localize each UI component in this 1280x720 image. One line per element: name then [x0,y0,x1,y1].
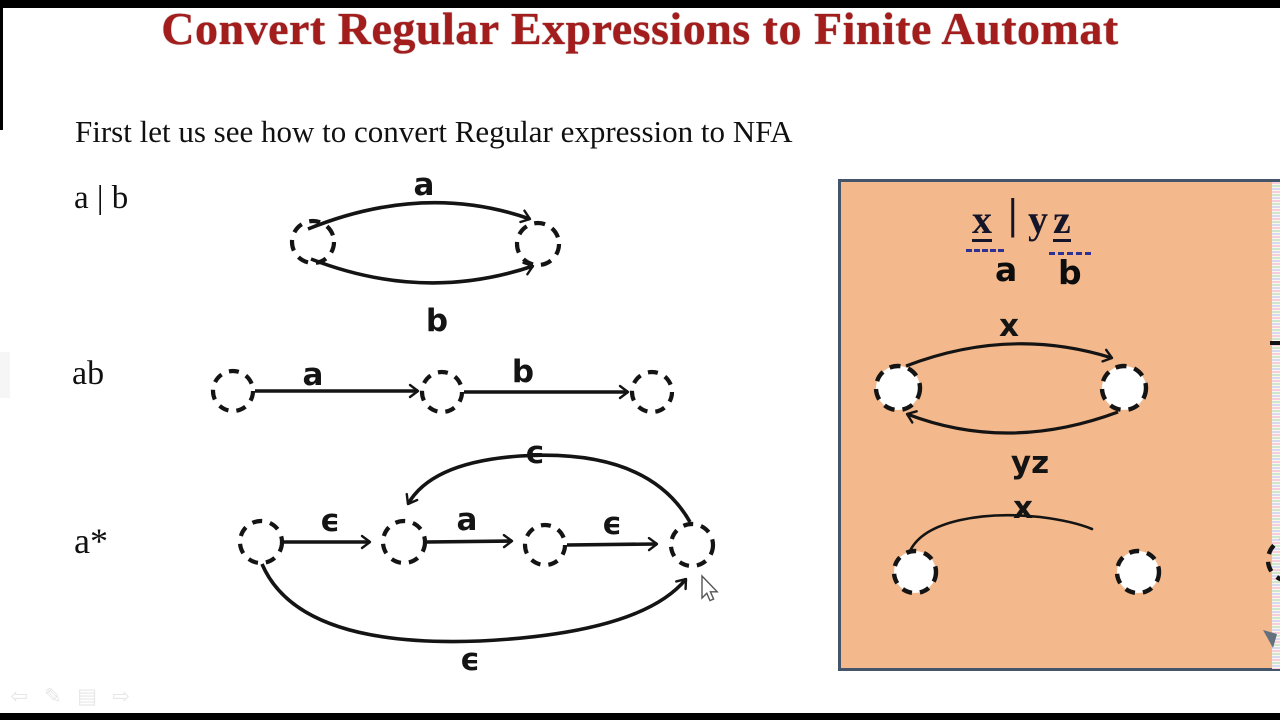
transition-label-e1: ϵ [320,503,340,539]
state-circle [522,522,568,568]
panel-annotation-a: a [995,250,1018,289]
panel-expression-y: y [1028,197,1048,242]
panel-union-diagram [873,342,1149,435]
transition-label-a: a [414,167,435,203]
panel-partial-diagram [891,514,1162,596]
state-circle [1114,548,1162,596]
slide-title: Convert Regular Expressions to Finite Au… [161,3,1119,54]
transition-arc-b [310,257,535,285]
left-edge-ghost-artifact [0,352,10,398]
transition-label-yz: yz [1011,445,1049,481]
panel-expression-pipe: | [1008,191,1018,238]
slide-menu-icon[interactable]: ▤ [77,684,97,708]
transition-label-b: b [512,354,534,390]
nfa-union-diagram [289,200,562,285]
state-circle [668,521,716,569]
state-circle [380,518,428,566]
transition-label-a: a [303,357,324,393]
state-circle [1099,363,1149,413]
transition-line-a [426,533,514,549]
state-circle [237,518,285,566]
transition-label-x: x [1013,490,1033,526]
bottom-letterbox-bar [0,713,1280,720]
cut-off-arrowhead [1263,630,1277,648]
transition-curve-e-top [405,453,692,523]
panel-expression-z: z [1053,197,1071,242]
nfa-star-diagram [237,453,716,644]
state-circle [629,369,675,415]
state-circle [891,548,939,596]
panel-annotation-b: b [1058,253,1082,292]
state-circle [514,220,562,268]
transition-arc-a [307,200,532,231]
slide-subtitle: First let us see how to convert Regular … [75,114,793,149]
state-circle [419,369,465,415]
top-letterbox-bar [0,0,1280,8]
regex-label-union: a | b [74,180,129,216]
transition-label-a: a [457,502,478,538]
regex-label-concat: ab [72,355,105,392]
transition-curve-e-bottom [260,563,688,644]
state-circle [210,368,256,414]
nfa-concat-diagram [210,368,675,415]
partial-stroke-x [908,514,1094,553]
panel-expression-x: x [972,197,992,242]
transition-arc-x [905,342,1114,368]
cut-off-stroke-fragment [1270,341,1280,345]
transition-label-e-top: ϵ [525,435,545,471]
next-slide-icon[interactable]: ⇨ [112,684,130,708]
state-circle [289,218,337,266]
transition-label-e-bottom: ϵ [460,642,480,678]
transition-arc-yz [905,410,1119,435]
dashed-underline-z [1049,252,1091,255]
left-edge-artifact [0,0,3,130]
presenter-toolbar: ⇦ ✎ ▤ ⇨ [8,685,132,707]
transition-label-e2: ϵ [602,506,622,542]
dashed-underline-x [966,249,1004,252]
regex-label-star: a* [74,521,108,561]
previous-slide-icon[interactable]: ⇦ [10,684,28,708]
right-edge-stripe-artifact [1272,182,1280,669]
pen-tools-icon[interactable]: ✎ [44,684,62,708]
cut-off-state-circle [1265,538,1280,582]
state-circle [873,363,923,413]
mouse-cursor [701,574,719,602]
transition-line-e2 [566,536,659,552]
transition-label-b: b [426,303,448,339]
transition-label-x: x [999,308,1019,344]
